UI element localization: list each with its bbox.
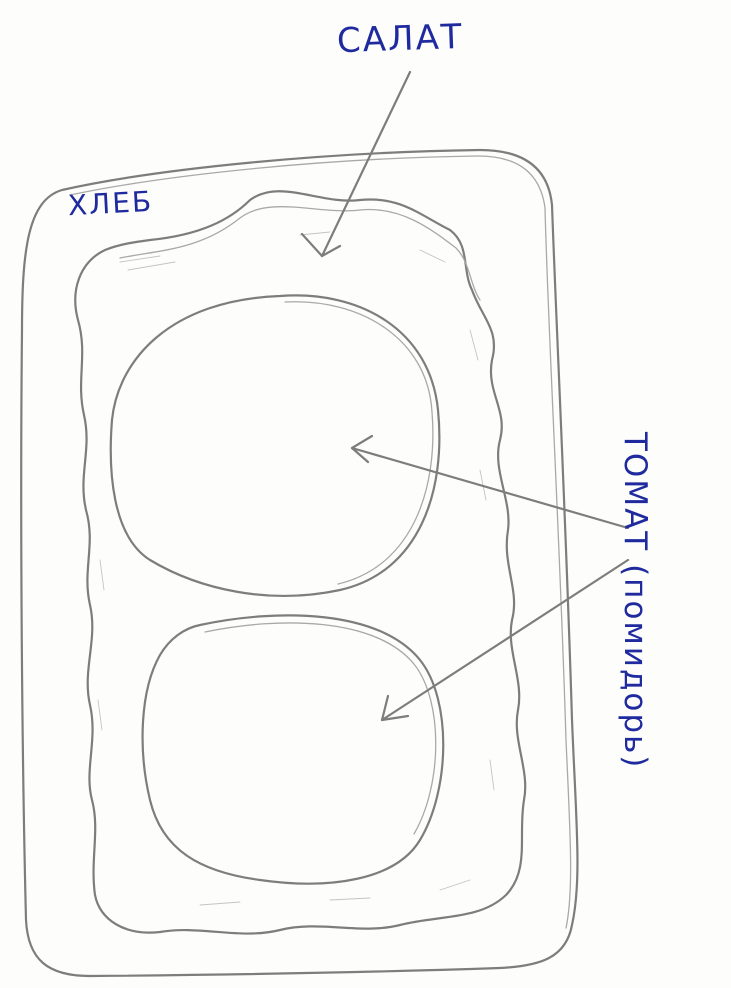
- tomato-arrow-upper: [352, 448, 628, 528]
- tomato-slice-lower: [143, 615, 444, 883]
- tomato-slice-upper: [111, 295, 440, 595]
- tomato-label: ТОМАТ (помидорь): [619, 432, 650, 769]
- salad-arrow: [322, 72, 410, 256]
- bread-outline: [21, 150, 577, 976]
- tomato-slice-lower-echo: [205, 623, 436, 834]
- salad-arrow-head: [302, 234, 340, 256]
- salad-label: САЛАТ: [336, 20, 464, 58]
- lettuce-outline: [75, 191, 525, 933]
- bread-outline-echo: [70, 156, 571, 928]
- tomato-arrow-lower: [382, 560, 628, 720]
- bread-label: ХЛЕБ: [67, 188, 153, 220]
